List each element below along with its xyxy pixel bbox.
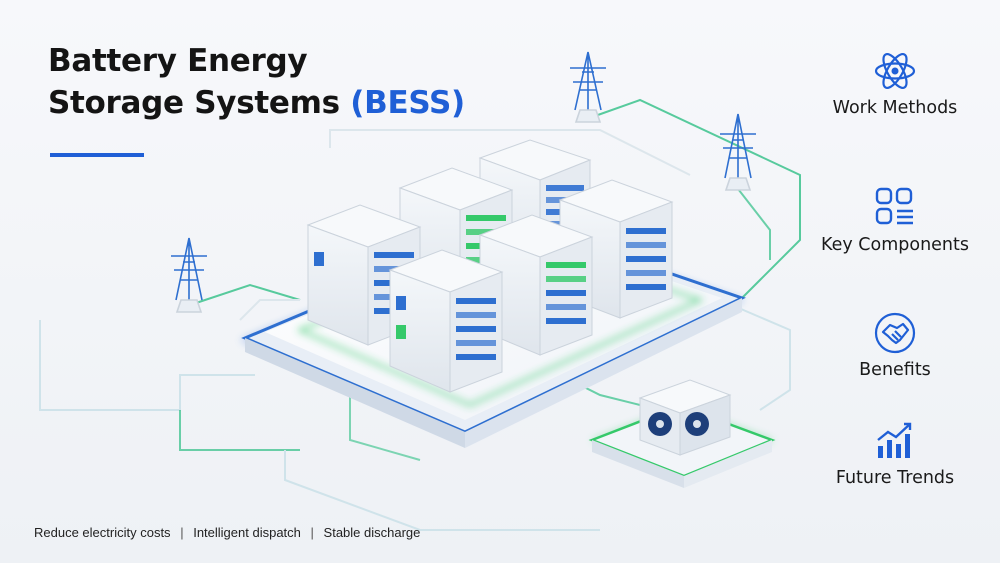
feature-work-methods[interactable]: Work Methods	[790, 48, 1000, 118]
battery-cabinet	[388, 249, 504, 393]
tagline-item: Stable discharge	[323, 525, 421, 540]
feature-future-trends[interactable]: Future Trends	[790, 418, 1000, 488]
tagline: Reduce electricity costs | Intelligent d…	[34, 525, 420, 540]
tagline-separator: |	[180, 525, 184, 540]
title-line-2: Storage Systems	[48, 85, 340, 121]
cooling-unit	[588, 379, 776, 488]
title-line-1: Battery Energy	[48, 43, 308, 79]
feature-key-components[interactable]: Key Components	[790, 185, 1000, 255]
battery-cabinet	[478, 214, 594, 356]
feature-label: Benefits	[859, 360, 931, 380]
grid-list-icon	[875, 187, 913, 225]
title-accent: (BESS)	[350, 85, 465, 121]
handshake-icon	[874, 312, 916, 354]
feature-label: Future Trends	[835, 468, 955, 488]
battery-cabinets	[306, 139, 674, 393]
title-underline	[50, 153, 144, 157]
page-title: Battery Energy Storage Systems (BESS)	[48, 40, 465, 124]
atom-icon	[874, 53, 916, 89]
power-pylon	[171, 237, 207, 313]
feature-benefits[interactable]: Benefits	[790, 310, 1000, 380]
trend-chart-icon	[877, 422, 912, 458]
tagline-item: Intelligent dispatch	[193, 525, 301, 540]
tagline-separator: |	[310, 525, 314, 540]
feature-label: Work Methods	[832, 98, 958, 118]
power-pylon	[720, 113, 756, 191]
feature-label: Key Components	[820, 235, 969, 255]
tagline-item: Reduce electricity costs	[34, 525, 171, 540]
power-pylon	[570, 51, 606, 123]
